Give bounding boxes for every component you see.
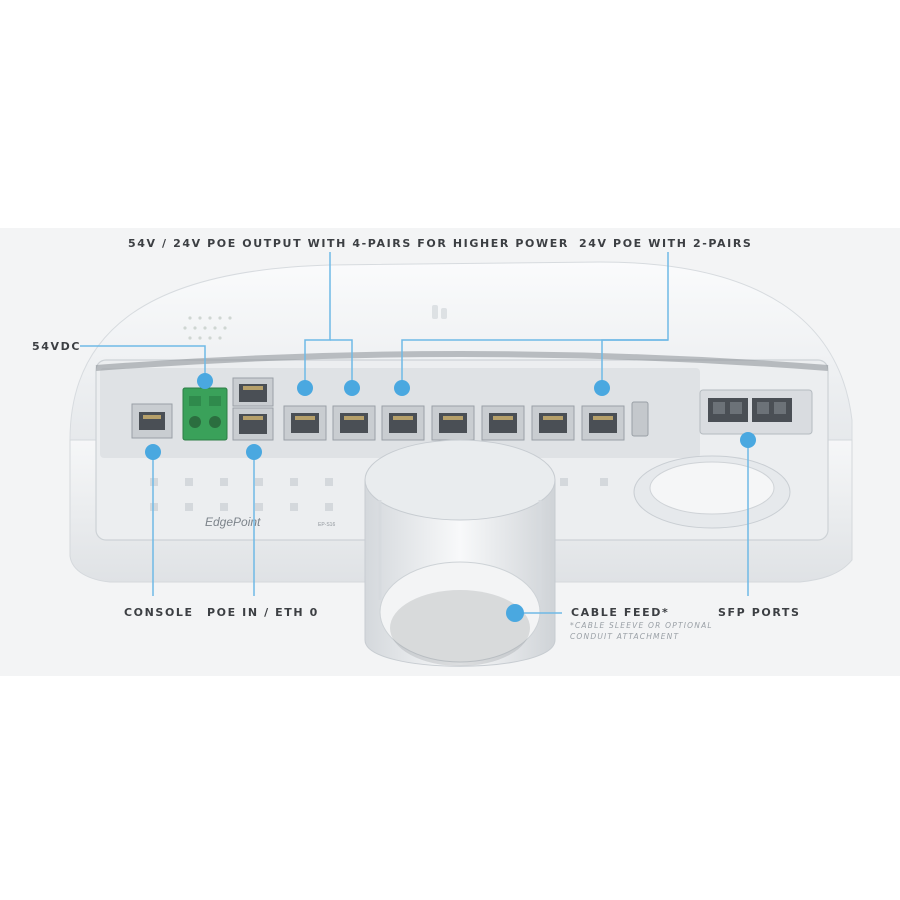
label-cable-feed-note-1: *CABLE SLEEVE OR OPTIONAL: [570, 621, 713, 630]
dc-terminal-block: [182, 387, 228, 441]
vent-slots: [150, 478, 608, 511]
callout-lines: [80, 252, 749, 614]
label-poe-2pair: 24V POE WITH 2-PAIRS: [579, 237, 753, 250]
ethernet-port: [481, 405, 525, 441]
ethernet-port: [431, 405, 475, 441]
dot-cable-feed: [506, 604, 524, 622]
reset-button: [631, 401, 649, 437]
dot-poe-in: [246, 444, 262, 460]
ethernet-port: [283, 405, 327, 441]
dot-54vdc: [197, 373, 213, 389]
ethernet-port: [332, 405, 376, 441]
stacked-port-bottom: [232, 407, 274, 441]
stacked-port-top: [232, 377, 274, 407]
label-poe-in: POE IN / ETH 0: [207, 606, 319, 619]
callout-dots: [145, 373, 756, 622]
cable-feed-ring: [364, 439, 556, 667]
console-port: [131, 403, 173, 439]
dot-poe-2pair-1: [394, 380, 410, 396]
label-cable-feed: CABLE FEED*: [571, 606, 670, 619]
model-label: EP-S16: [318, 522, 335, 528]
label-54vdc: 54VDC: [32, 340, 82, 353]
dot-poe-2pair-2: [594, 380, 610, 396]
right-cable-gland: [633, 455, 791, 529]
dot-poe-4pair-1: [297, 380, 313, 396]
ethernet-port: [531, 405, 575, 441]
sfp-ports: [699, 389, 813, 435]
dot-sfp: [740, 432, 756, 448]
dot-poe-4pair-2: [344, 380, 360, 396]
label-sfp-ports: SFP PORTS: [718, 606, 801, 619]
lid-vents: [183, 316, 232, 340]
ethernet-port: [381, 405, 425, 441]
ethernet-ports: [283, 405, 625, 441]
lid-logo: [432, 305, 447, 319]
dot-console: [145, 444, 161, 460]
edgepoint-label: EdgePoint: [205, 515, 261, 529]
label-poe-4pair: 54V / 24V POE OUTPUT WITH 4-PAIRS FOR HI…: [128, 237, 569, 250]
label-console: CONSOLE: [124, 606, 194, 619]
label-cable-feed-note-2: CONDUIT ATTACHMENT: [570, 632, 680, 641]
ethernet-port: [581, 405, 625, 441]
